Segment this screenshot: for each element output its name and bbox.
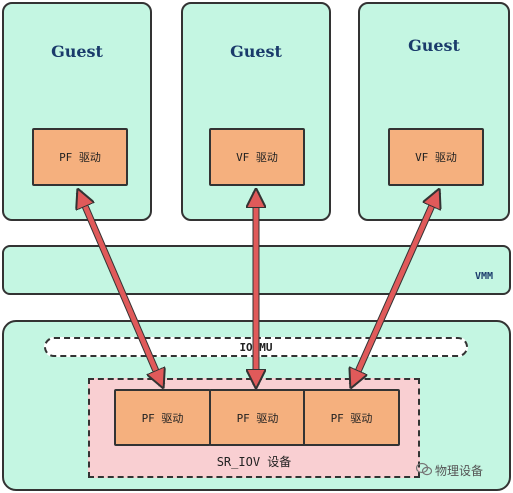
pf-driver-box: PF 驱动 (32, 128, 128, 186)
guest-title: Guest (408, 36, 460, 55)
guest-title: Guest (230, 42, 282, 61)
vmm-label: VMM (474, 271, 493, 282)
watermark-text: 物理设备 (435, 464, 484, 478)
guest-vm-2: Guest VF 驱动 (181, 2, 331, 221)
iommu-label: IOMMU (239, 341, 273, 354)
guest-title: Guest (51, 42, 103, 61)
vf-driver-box: VF 驱动 (388, 128, 484, 186)
device-function-2: PF 驱动 (209, 389, 306, 446)
vf-driver-box: VF 驱动 (209, 128, 305, 186)
device-label: SR_IOV 设备 (216, 455, 292, 469)
device-function-3: PF 驱动 (303, 389, 400, 446)
guest-vm-1: Guest PF 驱动 (2, 2, 152, 221)
iommu-bar: IOMMU (44, 337, 468, 357)
guest-vm-3: Guest VF 驱动 (358, 2, 510, 221)
watermark: 物理设备 (415, 462, 484, 479)
wechat-icon (415, 462, 433, 479)
vmm-layer: VMM (2, 245, 511, 295)
device-function-1: PF 驱动 (114, 389, 211, 446)
